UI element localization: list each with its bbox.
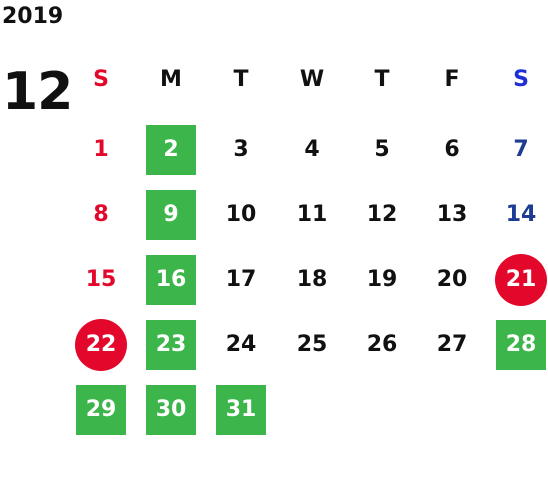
day-cell-4[interactable]: 4 (304, 137, 320, 162)
day-cell-25[interactable]: 25 (296, 332, 328, 357)
day-cell-9[interactable]: 9 (146, 190, 196, 240)
weekday-header-wednesday: W (299, 67, 325, 92)
day-cell-3[interactable]: 3 (233, 137, 249, 162)
day-cell-13[interactable]: 13 (436, 202, 468, 227)
calendar-year: 2019 (2, 4, 64, 29)
day-cell-28[interactable]: 28 (496, 320, 546, 370)
day-cell-5[interactable]: 5 (374, 137, 390, 162)
day-cell-7[interactable]: 7 (513, 137, 529, 162)
day-cell-6[interactable]: 6 (444, 137, 460, 162)
weekday-header-sunday: S (93, 67, 109, 92)
day-cell-17[interactable]: 17 (225, 267, 257, 292)
day-cell-14[interactable]: 14 (505, 202, 537, 227)
day-cell-19[interactable]: 19 (366, 267, 398, 292)
calendar-month: 12 (2, 62, 73, 122)
weekday-header-thursday: T (374, 67, 390, 92)
day-cell-20[interactable]: 20 (436, 267, 468, 292)
day-cell-24[interactable]: 24 (225, 332, 257, 357)
day-cell-12[interactable]: 12 (366, 202, 398, 227)
day-cell-18[interactable]: 18 (296, 267, 328, 292)
day-cell-30[interactable]: 30 (146, 385, 196, 435)
day-cell-29[interactable]: 29 (76, 385, 126, 435)
day-cell-16[interactable]: 16 (146, 255, 196, 305)
day-cell-26[interactable]: 26 (366, 332, 398, 357)
day-cell-10[interactable]: 10 (225, 202, 257, 227)
weekday-header-saturday: S (513, 67, 529, 92)
day-cell-1[interactable]: 1 (93, 137, 109, 162)
day-cell-2[interactable]: 2 (146, 125, 196, 175)
weekday-header-friday: F (444, 67, 460, 92)
day-cell-22[interactable]: 22 (75, 319, 127, 371)
weekday-header-tuesday: T (233, 67, 249, 92)
day-cell-8[interactable]: 8 (93, 202, 109, 227)
day-cell-11[interactable]: 11 (296, 202, 328, 227)
day-cell-23[interactable]: 23 (146, 320, 196, 370)
day-cell-15[interactable]: 15 (85, 267, 117, 292)
day-cell-27[interactable]: 27 (436, 332, 468, 357)
day-cell-21[interactable]: 21 (495, 254, 547, 306)
weekday-header-monday: M (160, 67, 182, 92)
day-cell-31[interactable]: 31 (216, 385, 266, 435)
